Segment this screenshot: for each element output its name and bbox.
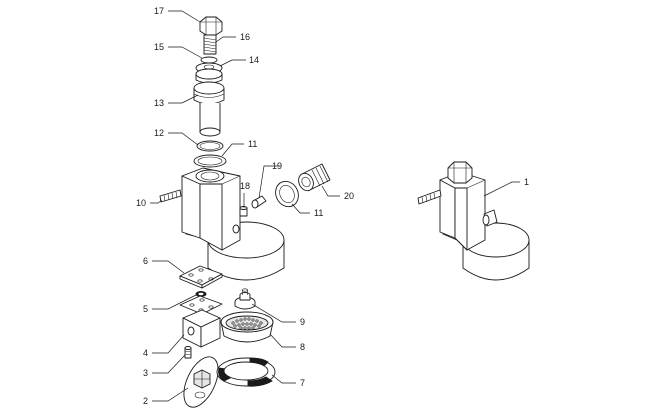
grouphead-body bbox=[181, 167, 285, 281]
callout-11-upper: 11 bbox=[248, 139, 257, 149]
callout-7: 7 bbox=[300, 378, 305, 388]
part-14-washer bbox=[195, 62, 223, 84]
callout-19: 19 bbox=[272, 161, 282, 171]
callout-15: 15 bbox=[154, 42, 164, 52]
callout-4: 4 bbox=[143, 348, 148, 358]
callout-20: 20 bbox=[344, 191, 354, 201]
callout-5: 5 bbox=[143, 304, 148, 314]
part-20-threaded-plug bbox=[298, 163, 331, 192]
part-13-valve-body bbox=[193, 81, 225, 137]
part-11-gasket-side bbox=[275, 180, 299, 208]
part-10-screw bbox=[159, 189, 182, 203]
callout-6: 6 bbox=[143, 256, 148, 266]
part-3-bolt bbox=[184, 346, 192, 359]
callout-14: 14 bbox=[249, 55, 259, 65]
callout-12: 12 bbox=[154, 128, 164, 138]
part-2-plate bbox=[183, 356, 219, 408]
callout-16: 16 bbox=[240, 32, 250, 42]
callout-9: 9 bbox=[300, 317, 305, 327]
callout-17: 17 bbox=[154, 6, 164, 16]
part-11-gasket-upper bbox=[193, 154, 227, 168]
callout-10: 10 bbox=[136, 198, 146, 208]
callout-labels: 17 16 15 14 13 12 11 10 18 19 11 20 6 5 … bbox=[136, 6, 529, 406]
part-9-shower-holder bbox=[234, 288, 256, 310]
part-7-gasket-ring bbox=[216, 357, 276, 387]
callout-1: 1 bbox=[524, 177, 529, 187]
part-5-small-ring bbox=[195, 291, 207, 297]
callout-11-side: 11 bbox=[314, 208, 323, 218]
part-15-plunger bbox=[200, 56, 218, 64]
part-8-shower-screen bbox=[220, 311, 274, 343]
callout-13: 13 bbox=[154, 98, 164, 108]
part-12-o-ring bbox=[196, 140, 224, 152]
part-1-assembled-grouphead bbox=[417, 161, 530, 281]
callout-8: 8 bbox=[300, 342, 305, 352]
callout-3: 3 bbox=[143, 368, 148, 378]
part-6-mounting-plate bbox=[179, 265, 223, 289]
part-17-cap-nut bbox=[199, 16, 223, 36]
part-18-small-screw bbox=[239, 206, 248, 217]
part-4-valve-block bbox=[182, 309, 221, 348]
callout-2: 2 bbox=[143, 396, 148, 406]
part-16-spring bbox=[203, 34, 217, 55]
leader-lines bbox=[150, 10, 520, 402]
callout-18: 18 bbox=[240, 181, 250, 191]
